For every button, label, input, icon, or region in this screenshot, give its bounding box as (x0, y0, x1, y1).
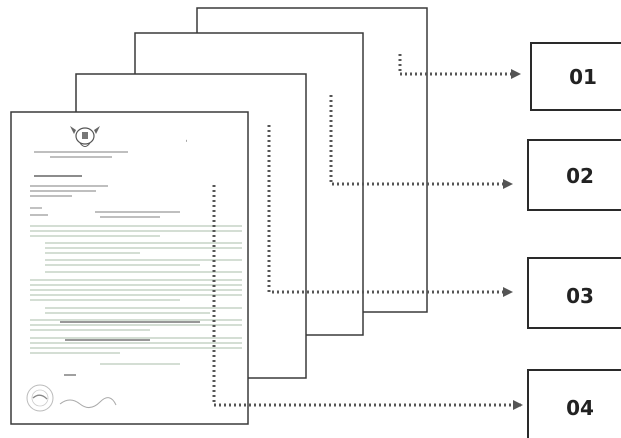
connector-03 (267, 125, 513, 297)
box-01: 01 (530, 42, 621, 111)
box-label-03: 03 (566, 284, 594, 308)
page-mark: ℓ (185, 139, 187, 143)
connectors (212, 54, 523, 410)
round-seal-icon (26, 384, 54, 412)
coat-of-arms-icon (70, 126, 100, 147)
handwritten-signature-icon (59, 397, 117, 408)
box-03: 03 (527, 257, 621, 329)
document-content: ℓ (26, 126, 242, 412)
connector-01 (398, 54, 521, 79)
connector-04 (212, 185, 523, 410)
box-02: 02 (527, 139, 621, 211)
box-label-04: 04 (566, 396, 594, 420)
box-label-01: 01 (569, 65, 597, 89)
box-label-02: 02 (566, 164, 594, 188)
box-04: 04 (527, 369, 621, 438)
page-front (10, 111, 249, 425)
